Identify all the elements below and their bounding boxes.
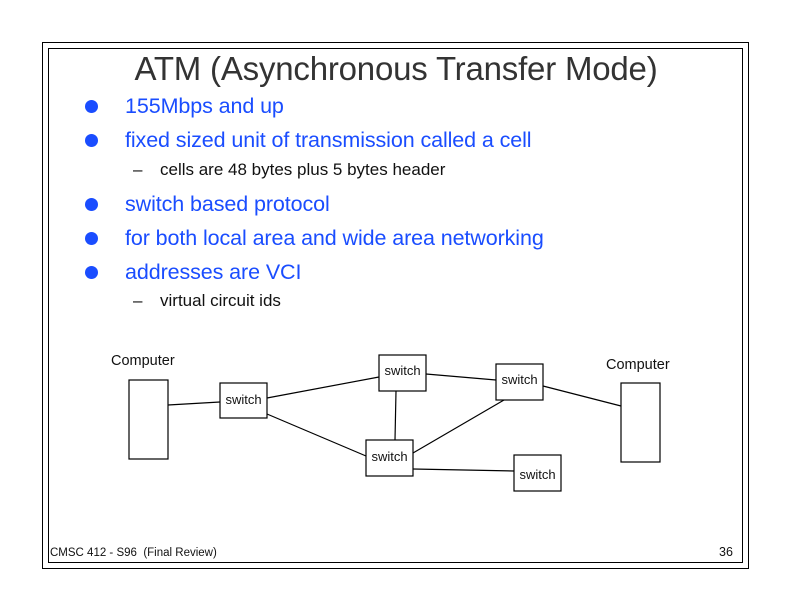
switch-d-box [365,439,414,477]
bullet-dot-icon [85,133,98,147]
dash-icon: – [133,160,143,179]
link-switch-b-switch-d [394,390,397,441]
slide-frame-inner [48,48,743,563]
switch-c-label: switch [501,372,538,387]
link-switch-c-computer-right [542,385,622,407]
link-switch-d-switch-e [412,468,515,472]
bullet-dot-icon [85,99,98,113]
sub-bullet-text: virtual circuit ids [160,291,281,310]
switch-e-box [513,454,562,492]
slide-frame-outer [42,42,749,569]
switch-a-box [219,382,268,419]
bullet-item: fixed sized unit of transmission called … [85,127,532,153]
sub-bullet-text: cells are 48 bytes plus 5 bytes header [160,160,446,179]
switch-e-label: switch [519,467,556,482]
dash-icon: – [133,291,143,310]
bullet-dot-icon [85,197,98,211]
slide-title: ATM (Asynchronous Transfer Mode) [134,50,658,87]
link-computer-left-switch-a [167,401,221,406]
sub-bullet-item: – virtual circuit ids [133,291,281,311]
link-switch-a-switch-d [266,413,367,457]
bullet-item: addresses are VCI [85,259,301,285]
switch-a-label: switch [225,392,262,407]
bullet-item: for both local area and wide area networ… [85,225,544,251]
link-switch-b-switch-c [425,373,497,381]
bullet-item: switch based protocol [85,191,330,217]
bullet-text: 155Mbps and up [125,93,284,118]
footer-course: CMSC 412 - S96 (Final Review) [50,547,217,559]
bullet-dot-icon [85,265,98,279]
computer-left-box [128,379,169,460]
computer-right-box [620,382,661,463]
link-switch-d-switch-c [412,399,505,454]
link-switch-a-switch-b [266,376,380,399]
bullet-text: for both local area and wide area networ… [125,225,544,250]
bullet-text: addresses are VCI [125,259,302,284]
switch-c-box [495,363,544,401]
switch-b-label: switch [384,363,421,378]
page-number: 36 [719,545,733,559]
sub-bullet-item: – cells are 48 bytes plus 5 bytes header [133,160,445,180]
computer-right-label: Computer [606,357,670,373]
bullet-text: fixed sized unit of transmission called … [125,127,532,152]
bullet-dot-icon [85,231,98,245]
switch-b-box [378,354,427,392]
bullet-item: 155Mbps and up [85,93,284,119]
bullet-text: switch based protocol [125,191,330,216]
switch-d-label: switch [371,449,408,464]
computer-left-label: Computer [111,353,175,369]
